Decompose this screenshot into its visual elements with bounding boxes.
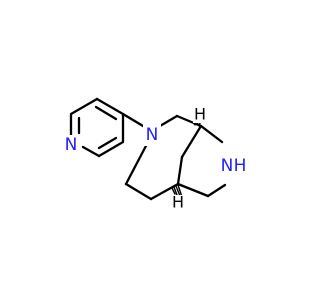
bond-c-right-to-bridgehead-bottom — [176, 182, 210, 198]
stereo-h-top-background — [193, 107, 207, 123]
aromatic-inner-bond-1 — [94, 105, 118, 121]
bond-c-lower-to-c-left — [124, 182, 153, 201]
bond-pyridine-to-amine — [121, 112, 145, 128]
stereo-h-bottom-label: H — [172, 193, 184, 212]
bicyclic-system — [124, 114, 227, 201]
nh-background — [220, 156, 248, 178]
bond-bridgehead-bottom-to-c-lower — [149, 182, 180, 201]
molecule-structure-diagram: N N N H H H — [63, 97, 248, 212]
pyridine-n-background — [63, 135, 79, 155]
stereo-h-top-label: H — [194, 105, 206, 124]
bond-pyridine-c3-c4 — [97, 140, 125, 158]
bond-bridgehead-top-to-nh — [199, 124, 224, 144]
bond-nh-to-c-right — [206, 183, 227, 198]
bond-bridge-to-bridgehead-bottom — [176, 155, 184, 186]
pyridine-nitrogen-label: N — [65, 135, 78, 155]
bond-amine-to-c-top — [158, 114, 179, 128]
nh-nitrogen-label: N — [221, 156, 234, 176]
bond-pyridine-c5-c1 — [69, 97, 99, 116]
stereo-h-bottom-background — [171, 195, 185, 211]
bond-bridgehead-top-to-bridge — [180, 124, 203, 159]
nh-hydrogen-label: H — [234, 156, 247, 176]
aromatic-inner-bond-2 — [97, 136, 118, 150]
bond-pyridine-c4-n — [81, 145, 101, 158]
bond-c-left-to-amine — [124, 140, 150, 186]
pyridine-ring — [69, 97, 125, 158]
amine-n-background — [143, 124, 161, 146]
bond-pyridine-c1-c2 — [95, 97, 125, 116]
amine-nitrogen-label: N — [146, 125, 159, 145]
